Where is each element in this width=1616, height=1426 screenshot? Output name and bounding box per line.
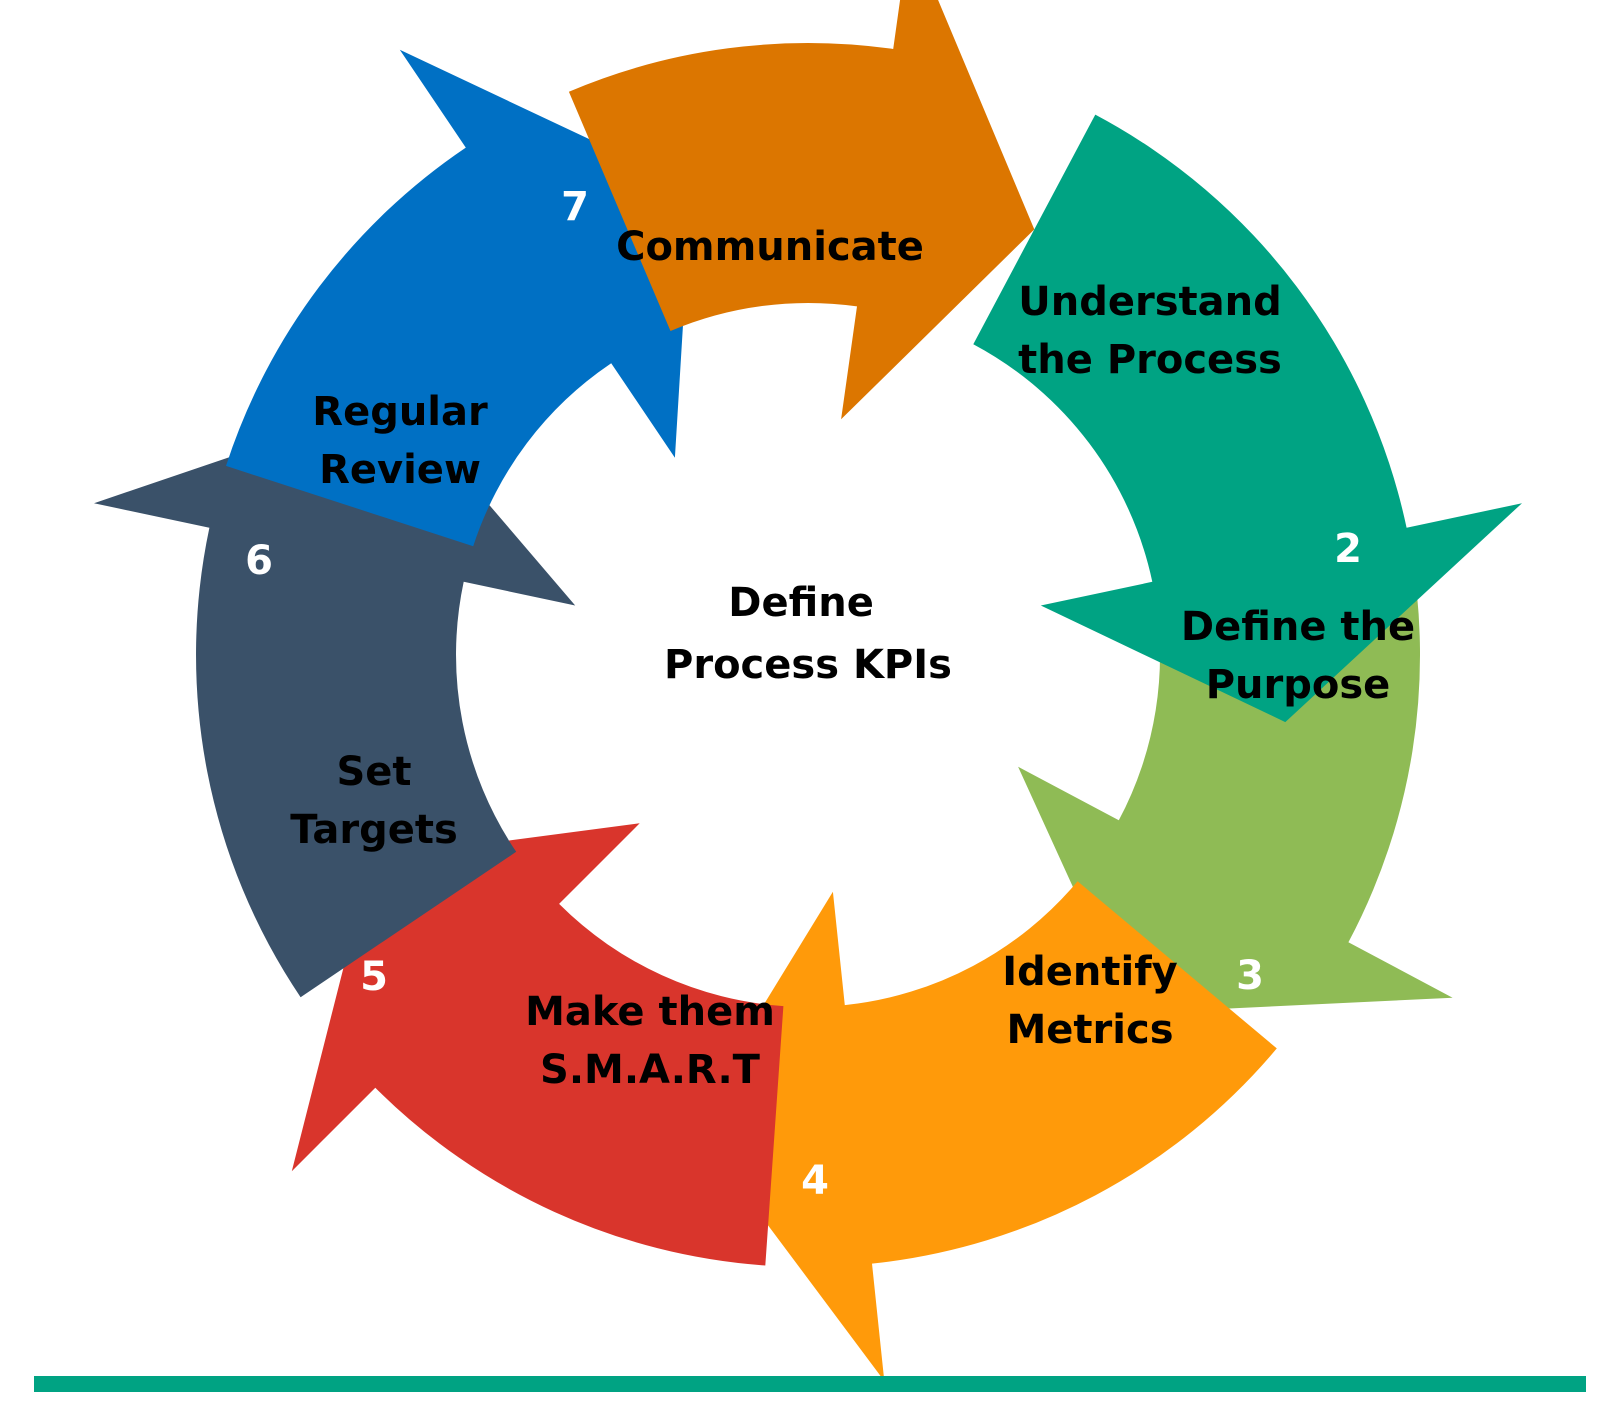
step-2-label-line-2: Purpose (1206, 662, 1391, 708)
step-5-label-line-2: Targets (290, 807, 458, 853)
step-1-number: 1 (1023, 166, 1051, 212)
step-7-label-line-1: Communicate (616, 224, 924, 270)
step-6-label-line-2: Review (319, 447, 481, 493)
center-title-line-1: Define (728, 580, 874, 626)
step-5-label-line-1: Set (336, 749, 411, 795)
step-5-number: 5 (360, 954, 388, 1000)
step-1-label-line-1: Understand (1018, 279, 1281, 325)
step-2-number: 2 (1334, 526, 1362, 572)
step-1-label-line-2: the Process (1018, 337, 1282, 383)
step-4-label-line-2: S.M.A.R.T (540, 1047, 761, 1093)
step-7-number: 7 (561, 184, 589, 230)
step-6-arrow (226, 49, 692, 547)
step-4-number: 4 (801, 1158, 829, 1204)
center-title-line-2: Process KPIs (664, 642, 952, 688)
step-1-arrow (973, 114, 1522, 723)
center-title: Define Process KPIs (664, 580, 952, 688)
step-5-arrow (94, 399, 576, 998)
step-2-label-line-1: Define the (1181, 604, 1415, 650)
step-1-label: Understand the Process (1018, 279, 1282, 383)
step-3-number: 3 (1236, 953, 1264, 999)
step-6-label-line-1: Regular (312, 389, 488, 435)
step-7-arrow (568, 0, 1035, 420)
step-3-arrow (691, 881, 1277, 1381)
step-6-number: 6 (245, 538, 273, 584)
step-4-label-line-1: Make them (525, 989, 775, 1035)
step-3-label-line-1: Identify (1002, 949, 1177, 995)
step-3-label-line-2: Metrics (1006, 1007, 1173, 1053)
bottom-rule (34, 1376, 1586, 1392)
step-7-label: Communicate (616, 224, 924, 270)
cycle-arrows (94, 0, 1522, 1381)
step-4-arrow (291, 823, 784, 1266)
